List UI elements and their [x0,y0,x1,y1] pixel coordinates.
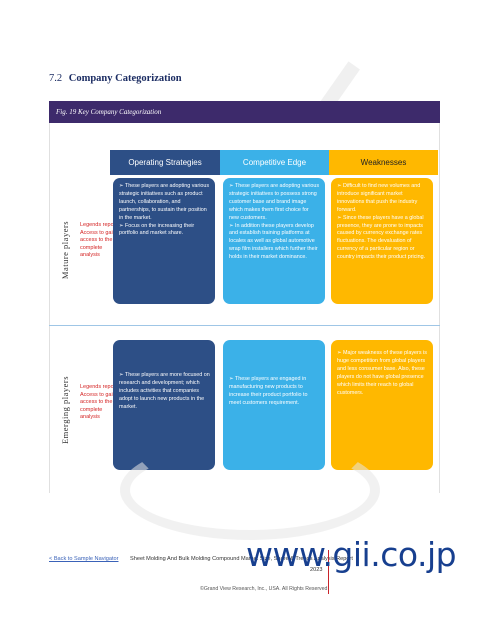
row-label-mature: Mature players [60,220,70,280]
column-header-operating-strategies: Operating Strategies [110,150,220,175]
footer-report-title: Sheet Molding And Bulk Molding Compound … [130,556,353,562]
card-mature-weakness: ➢ Difficult to find new volumes and intr… [331,178,433,304]
row-note-mature[interactable]: Legends report Access to gain access to … [80,222,117,258]
figure-frame [49,123,440,493]
card-emerging-operating: ➢ These players are more focused on rese… [113,340,215,470]
card-emerging-competitive: ➢ These players are engaged in manufactu… [223,340,325,470]
card-mature-competitive: ➢ These players are adopting various str… [223,178,325,304]
section-number: 7.2 [49,73,63,84]
section-title: Company Categorization [68,73,182,84]
card-emerging-operating-text: ➢ These players are more focused on rese… [119,372,210,410]
back-to-sample-navigator-link[interactable]: < Back to Sample Navigator [49,556,119,562]
brand-logo-text: www.gii.co.jp [246,535,457,574]
footer-copyright: ©Grand View Research, Inc., USA. All Rig… [200,586,328,592]
card-emerging-weakness-text: ➢ Major weakness of these players is hug… [337,350,427,396]
section-heading: 7.2 Company Categorization [49,73,182,84]
row-label-mature-wrap: Mature players [55,190,75,310]
row-label-emerging-wrap: Emerging players [55,350,75,470]
row-divider [49,325,440,326]
card-mature-operating: ➢ These players are adopting various str… [113,178,215,304]
card-mature-competitive-text: ➢ These players are adopting various str… [229,183,320,261]
row-note-emerging[interactable]: Legends report Access to gain access to … [80,384,117,420]
card-emerging-weakness: ➢ Major weakness of these players is hug… [331,340,433,470]
footer-divider-line [328,550,329,594]
footer-page-number: 2023 [310,567,323,573]
card-emerging-competitive-text: ➢ These players are engaged in manufactu… [229,376,308,406]
column-header-weaknesses: Weaknesses [329,150,438,175]
card-mature-weakness-text: ➢ Difficult to find new volumes and intr… [337,183,426,261]
row-label-emerging: Emerging players [60,375,71,445]
column-header-competitive-edge: Competitive Edge [220,150,329,175]
card-mature-operating-text: ➢ These players are adopting various str… [119,183,210,237]
figure-caption-bar: Fig. 19 Key Company Categorization [49,101,440,123]
